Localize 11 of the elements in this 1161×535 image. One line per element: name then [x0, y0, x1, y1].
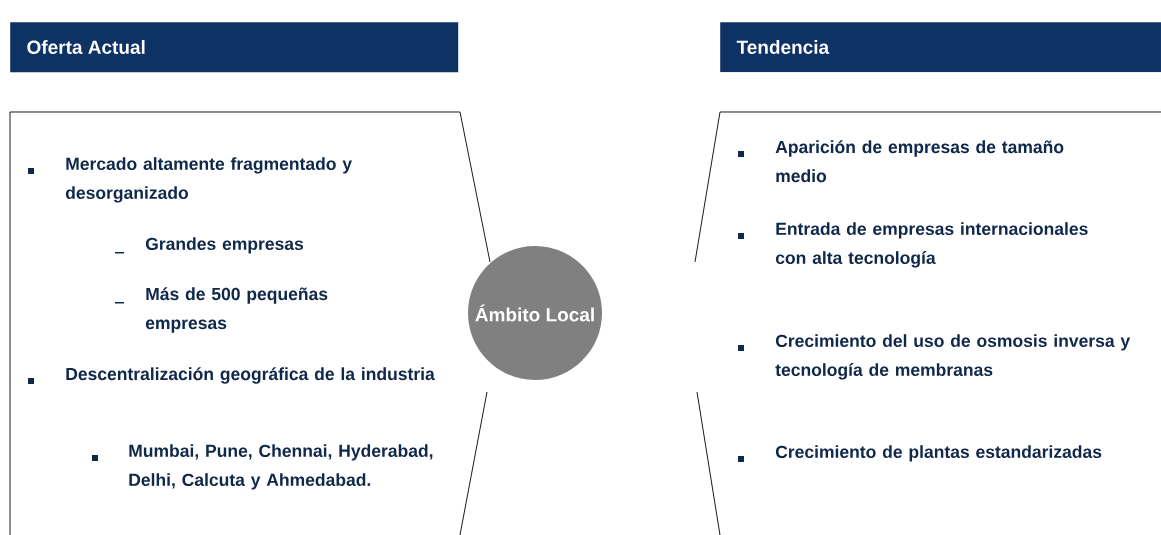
bullet-text: Crecimiento de plantas estandarizadas [775, 445, 1102, 462]
bullet-text: Mercado altamente fragmentado y desorganizado [65, 157, 352, 203]
bullet-text: Mumbai, Pune, Chennai, Hyderabad, Delhi, Calcuta y Ahmedabad. [129, 444, 433, 490]
header-band: Tendencia [720, 22, 1161, 73]
bullet-text: Grandes empresas [145, 237, 304, 254]
bullet-text: Descentralización geográfica de la industria [66, 367, 435, 384]
bullet-text: Entrada de empresas internacionales con alta tecnología [775, 222, 1088, 268]
bullet-text: Aparición de empresas de tamaño medio [775, 140, 1064, 183]
header-band: Oferta Actual [10, 22, 459, 73]
bullet-text: Más de 500 pequeñas empresas [145, 287, 328, 333]
bullet-text: Crecimiento del uso de osmosis inversa y tecnología de membranas [775, 334, 1131, 380]
